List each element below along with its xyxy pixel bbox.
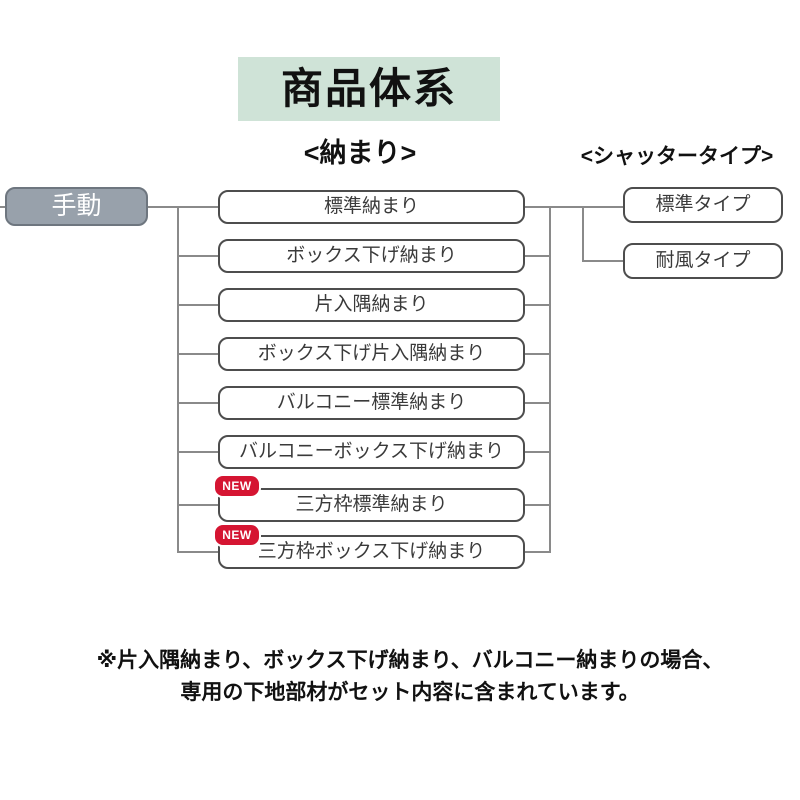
connector-branch-left: [177, 451, 219, 453]
node-nakamari-box-lowered: ボックス下げ納まり: [218, 239, 525, 273]
connector-branch-right: [524, 304, 551, 306]
footnote-line: ※片入隅納まり、ボックス下げ納まり、バルコニー納まりの場合、: [96, 649, 724, 672]
node-nakamari-box-lowered-corner: ボックス下げ片入隅納まり: [218, 337, 525, 371]
footnote: ※片入隅納まり、ボックス下げ納まり、バルコニー納まりの場合、 専用の下地部材がセ…: [10, 645, 800, 709]
node-nakamari-corner: 片入隅納まり: [218, 288, 525, 322]
node-nakamari-balcony-box: バルコニーボックス下げ納まり: [218, 435, 525, 469]
connector-row1-right: [524, 206, 624, 208]
connector-shutter-branch: [582, 260, 624, 262]
column-header-shutter-type: <シャッタータイプ>: [580, 145, 774, 168]
connector-right-trunk: [549, 206, 551, 553]
node-shutter-standard: 標準タイプ: [623, 187, 783, 223]
connector-branch-right: [524, 551, 551, 553]
connector-branch-left: [177, 504, 219, 506]
connector-branch-left: [177, 255, 219, 257]
new-badge: NEW: [213, 523, 261, 547]
connector-branch-left: [177, 353, 219, 355]
connector-branch-right: [524, 353, 551, 355]
column-header-nakamari: <納まり>: [303, 138, 417, 168]
node-nakamari-sanpo-standard: 三方枠標準納まり: [218, 488, 525, 522]
connector-left-trunk: [177, 206, 179, 553]
connector-left-stub: [0, 206, 7, 208]
connector-branch-right: [524, 255, 551, 257]
connector-branch-left: [177, 551, 219, 553]
connector-branch-right: [524, 402, 551, 404]
node-shutter-wind-resistant: 耐風タイプ: [623, 243, 783, 279]
page-title: 商品体系: [238, 57, 500, 121]
connector-branch-right: [524, 504, 551, 506]
footnote-line: 専用の下地部材がセット内容に含まれています。: [180, 681, 640, 704]
new-badge: NEW: [213, 474, 261, 498]
connector-branch-left: [177, 402, 219, 404]
connector-shutter-vert: [582, 206, 584, 262]
node-manual: 手動: [5, 187, 148, 226]
node-nakamari-sanpo-box: 三方枠ボックス下げ納まり: [218, 535, 525, 569]
node-nakamari-balcony-standard: バルコニー標準納まり: [218, 386, 525, 420]
node-nakamari-standard: 標準納まり: [218, 190, 525, 224]
connector-branch-left: [177, 304, 219, 306]
connector-root-row1: [148, 206, 218, 208]
connector-branch-right: [524, 451, 551, 453]
